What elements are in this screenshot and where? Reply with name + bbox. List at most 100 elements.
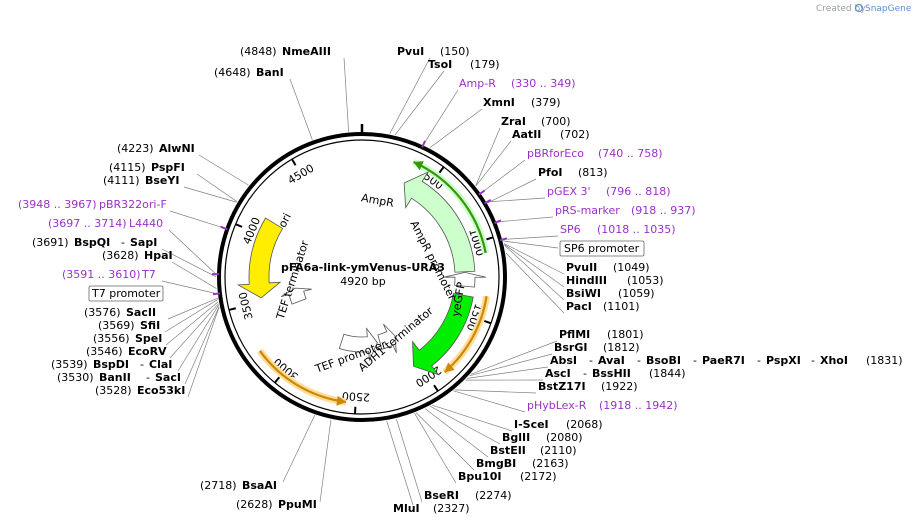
svg-text:(1831): (1831)	[866, 354, 903, 367]
feature-ampr[interactable]	[403, 171, 476, 273]
orf-arc-head-2	[336, 395, 346, 406]
site-banii-saci[interactable]: (3530) BanII - SacI	[57, 371, 181, 384]
site-alwni[interactable]: (4223)AlwNI	[117, 142, 195, 155]
tick-1500	[484, 320, 492, 325]
site-hindiii[interactable]: HindIII(1053)	[566, 274, 664, 287]
svg-text:-: -	[637, 354, 641, 367]
site-paci[interactable]: PacI(1101)	[566, 300, 640, 313]
leader-line-0	[389, 57, 431, 134]
site-bpu10i[interactable]: Bpu10I(2172)	[458, 470, 557, 483]
site-xmni[interactable]: XmnI(379)	[483, 96, 561, 109]
svg-text:Amp-R: Amp-R	[459, 77, 496, 90]
snapgene-brand[interactable]: SnapGene	[865, 4, 912, 14]
svg-text:(150): (150)	[440, 45, 470, 58]
site-bseri[interactable]: BseRI(2274)	[424, 489, 512, 502]
svg-text:MluI: MluI	[393, 502, 420, 515]
feature-ori[interactable]	[236, 217, 284, 299]
svg-text:pBRforEco: pBRforEco	[527, 147, 584, 160]
site-i-scei[interactable]: I-SceI(2068)	[514, 418, 603, 431]
tick-label-3500: 3500	[236, 291, 255, 321]
svg-text:-: -	[757, 354, 761, 367]
site-eco53ki[interactable]: (3528)Eco53kI	[95, 384, 185, 397]
svg-text:BsiWI: BsiWI	[566, 287, 601, 300]
site-bstz17i[interactable]: BstZ17I(1922)	[538, 380, 638, 393]
svg-text:(3539): (3539)	[51, 358, 88, 371]
site-bsaai[interactable]: (2718)BsaAI	[200, 479, 277, 492]
site-multi-bsshii[interactable]: AscI - BssHII (1844)	[545, 367, 686, 380]
svg-text:(3556): (3556)	[93, 332, 130, 345]
svg-text:(702): (702)	[560, 128, 590, 141]
sp6-promoter-box[interactable]	[559, 240, 645, 257]
svg-text:-: -	[121, 236, 125, 249]
feature-label-yegfp: yeGFP	[449, 281, 468, 318]
site-bsiwi[interactable]: BsiWI(1059)	[566, 287, 655, 300]
site-bmgbi[interactable]: BmgBI(2163)	[476, 457, 569, 470]
site-pflmi[interactable]: PflMI(1801)	[559, 328, 644, 341]
site-pvui[interactable]: PvuI (150)	[397, 45, 470, 58]
site-bspdi-clai[interactable]: (3539) BspDI - ClaI	[51, 358, 172, 371]
created-by-label: Created by	[816, 4, 866, 14]
site-t7[interactable]: (3591 .. 3610)T7	[62, 268, 156, 281]
svg-text:PvuI: PvuI	[397, 45, 424, 58]
leader-line-44	[184, 306, 220, 385]
svg-text:(3576): (3576)	[84, 306, 121, 319]
svg-text:SfiI: SfiI	[140, 319, 160, 332]
site-ecorv[interactable]: (3546)EcoRV	[86, 345, 167, 358]
tick-label-4500: 4500	[286, 162, 317, 187]
svg-text:(3628): (3628)	[102, 249, 139, 262]
site-pfoi[interactable]: PfoI(813)	[538, 166, 608, 179]
site-pbr322ori-f[interactable]: (3948 .. 3967)pBR322ori-F	[18, 198, 167, 211]
site-pvuii[interactable]: PvuII(1049)	[566, 261, 650, 274]
t7-promoter-box[interactable]	[88, 285, 164, 302]
site-sfii[interactable]: (3569)SfiI	[98, 319, 160, 332]
svg-text:HindIII: HindIII	[566, 274, 607, 287]
site-spei[interactable]: (3556)SpeI	[93, 332, 162, 345]
site-bsrgi[interactable]: BsrGI(1812)	[554, 341, 640, 354]
site-pgex-3[interactable]: pGEX 3'(796 .. 818)	[547, 185, 671, 198]
feature-adh1-terminator[interactable]	[377, 323, 397, 353]
feature-tef-promoter[interactable]	[338, 327, 378, 362]
site-sacii[interactable]: (3576)SacII	[84, 306, 156, 319]
leader-line-3	[429, 108, 483, 149]
feature-tef-terminator[interactable]	[280, 287, 312, 305]
site-l4440[interactable]: (3697 .. 3714)L4440	[48, 217, 163, 230]
feature-label-ori: ori	[276, 211, 294, 230]
site-bspqi-sapi[interactable]: (3691) BspQI - SapI	[32, 236, 157, 249]
site-multi-xhoi[interactable]: AbsI - AvaI - BsoBI - PaeR7I - PspXI - X…	[550, 354, 903, 367]
site-zrai[interactable]: ZraI (700)	[501, 115, 571, 128]
primer-site-marker-3	[494, 219, 502, 224]
leader-line-24	[424, 408, 489, 458]
site-hpai[interactable]: (3628)HpaI	[102, 249, 173, 262]
site-sp6[interactable]: SP6(1018 .. 1035)	[560, 223, 676, 236]
site-amp-r-primer[interactable]: Amp-R(330 .. 349)	[459, 77, 576, 90]
tick-3000	[274, 376, 281, 384]
plasmid-name: pFA6a-link-ymVenus-URA3	[281, 261, 445, 274]
leader-line-18	[467, 366, 549, 379]
site-prs-marker[interactable]: pRS-marker(918 .. 937)	[555, 204, 696, 217]
svg-text:ZraI: ZraI	[501, 115, 526, 128]
leader-line-1	[394, 70, 445, 136]
site-tsoi[interactable]: TsoI(179)	[428, 58, 500, 71]
svg-text:AbsI: AbsI	[550, 354, 577, 367]
leader-line-41	[165, 301, 219, 346]
feature-yegfp[interactable]	[412, 293, 474, 376]
label-leader-lines	[161, 57, 565, 506]
svg-text:pRS-marker: pRS-marker	[555, 204, 620, 217]
svg-text:(700): (700)	[541, 115, 571, 128]
site-bsteii[interactable]: BstEII(2110)	[490, 444, 577, 457]
svg-text:PpuMI: PpuMI	[278, 498, 317, 511]
site-bani[interactable]: (4648)BanI	[214, 66, 284, 79]
site-bglii[interactable]: BglII(2080)	[502, 431, 583, 444]
site-pbrforeco[interactable]: pBRforEco(740 .. 758)	[527, 147, 663, 160]
feature-ampr-promoter[interactable]	[443, 271, 487, 288]
svg-text:-: -	[146, 371, 150, 384]
site-bseyi[interactable]: (4111)BseYI	[103, 174, 179, 187]
site-aatii[interactable]: AatII(702)	[512, 128, 590, 141]
site-phyblex-r[interactable]: pHybLex-R(1918 .. 1942)	[527, 399, 678, 412]
svg-text:-: -	[589, 354, 593, 367]
site-mlui[interactable]: MluI(2327)	[393, 502, 470, 515]
site-pspfi[interactable]: (4115)PspFI	[109, 161, 185, 174]
site-ppumi[interactable]: (2628)PpuMI	[236, 498, 317, 511]
svg-text:(3591 .. 3610): (3591 .. 3610)	[62, 268, 141, 281]
site-nmeaiii[interactable]: (4848)NmeAIII	[240, 45, 331, 58]
